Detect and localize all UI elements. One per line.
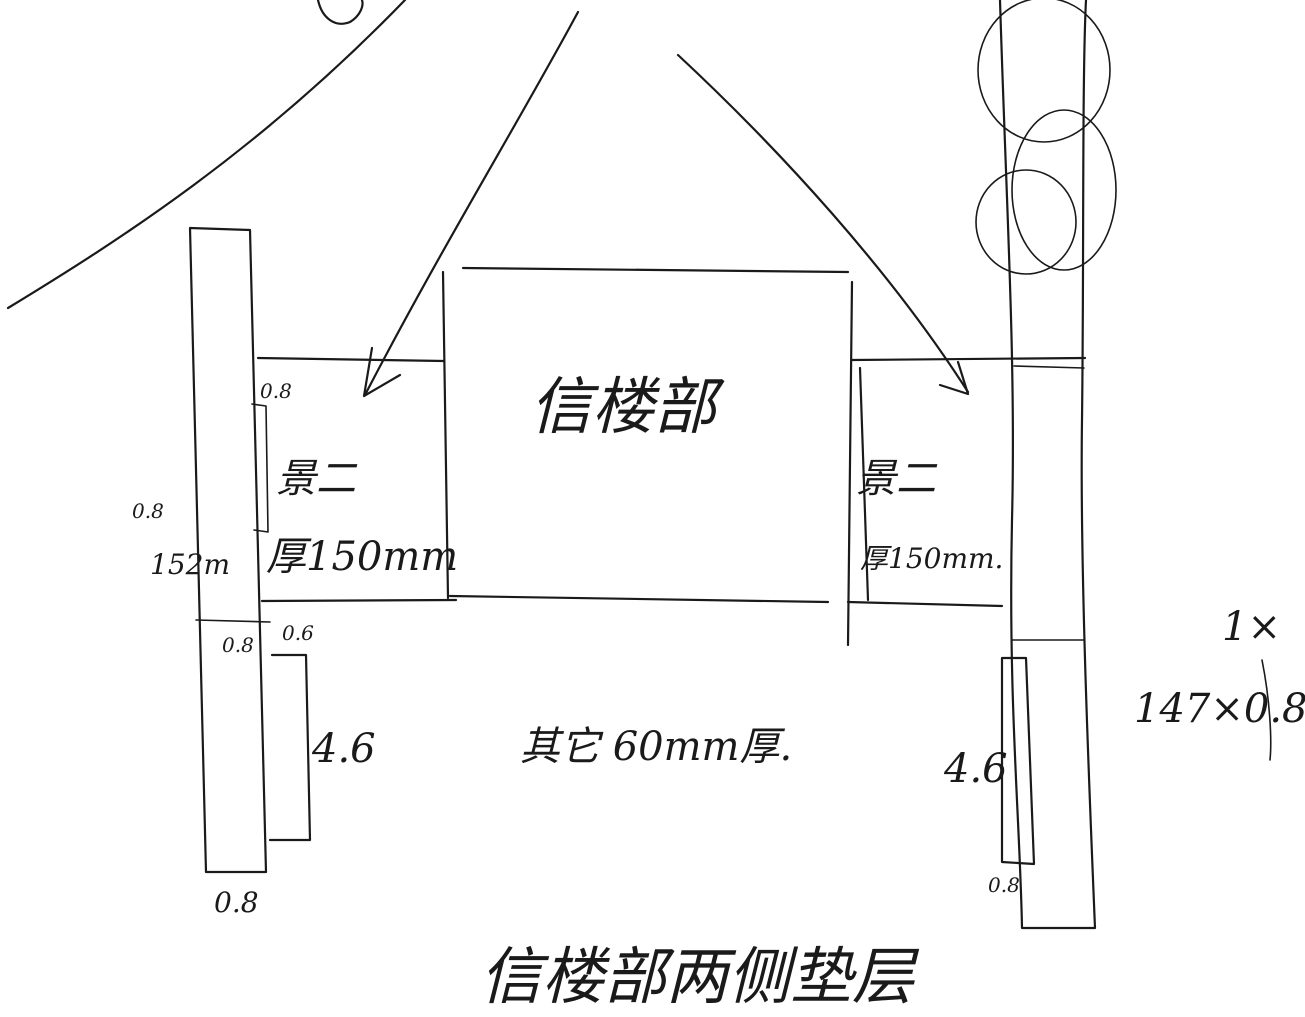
center-block-outline [441,266,854,647]
left-dim-mid-b: 0.6 [282,621,314,645]
left-block-line1: 景二 [276,456,358,502]
left-arrow-head [362,346,402,398]
right-dim-size-1: 1× [1222,604,1281,650]
scribble-circle-1 [977,0,1111,143]
left-dim-lower-height: 4.6 [311,726,376,772]
left-dim-bottom: 0.8 [214,886,259,919]
diagram-title: 信楼部两侧垫层 [480,940,920,1013]
right-block-line1: 景二 [856,456,938,502]
right-column-band [1011,365,1085,641]
right-lower-box [1000,656,1036,866]
left-dim-circled: 0.8 [132,499,164,523]
left-dim-height: 152m [150,548,230,581]
roof-corner-mark [316,0,364,25]
left-arrow-line [363,10,580,397]
center-block-label: 信楼部 [530,370,725,443]
scribble-circle-3 [975,169,1077,275]
left-dim-mid-a: 0.8 [222,633,254,657]
left-dim-top-gap: 0.8 [260,379,292,403]
scribble-circle-2 [1011,109,1117,271]
other-thickness-note: 其它 60mm厚. [520,724,792,770]
right-block-line2: 厚150mm. [860,542,1003,575]
right-dim-bottom: 0.8 [988,873,1020,897]
right-dim-lower-height: 4.6 [943,746,1008,792]
right-arrow-head [938,360,970,396]
right-arrow-line [676,53,970,394]
right-edge-stroke [1261,659,1272,761]
left-mid-line [195,619,271,623]
left-dim-bracket [251,403,269,533]
right-block-outline [846,356,1087,608]
left-column [188,226,268,874]
right-dim-size-2: 147×0.8 [1134,686,1305,732]
right-column [998,0,1097,930]
left-block-line2: 厚150mm [266,534,458,580]
left-block-outline [256,356,458,603]
left-roof-line [6,0,407,310]
left-lower-box [268,653,312,842]
